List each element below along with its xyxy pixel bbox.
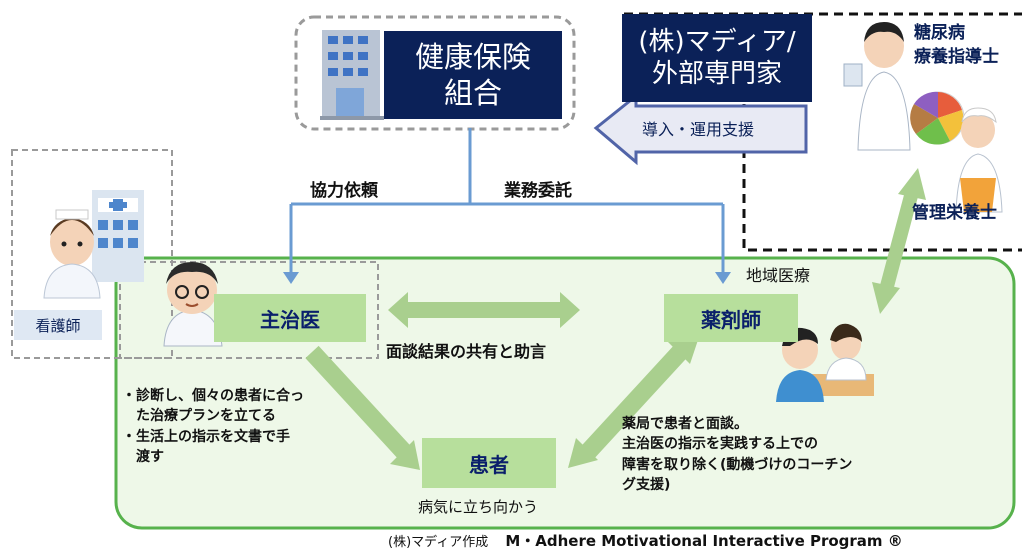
- doctor-box: 主治医: [214, 294, 366, 342]
- pharmacist-note-line4: グ支援): [622, 476, 671, 493]
- diabetes-educator-label-line2: 療養指導士: [914, 47, 999, 67]
- doctor-to-patient-arrow: [305, 345, 420, 470]
- arrow-to-pharmacist: [715, 272, 731, 284]
- office-building-icon: [320, 30, 384, 120]
- doctor-icon: [163, 262, 223, 347]
- doctor-label: 主治医: [260, 307, 320, 332]
- nurse-label: 看護師: [35, 316, 81, 335]
- outsourcing-label: 業務委託: [504, 181, 572, 201]
- doctor-note-line1: ・診断し、個々の患者に合っ: [122, 388, 304, 404]
- pharmacist-note-line1: 薬局で患者と面談。: [622, 416, 748, 432]
- diabetes-educator-label-line1: 糖尿病: [914, 23, 965, 43]
- pharmacist-note-line2: 主治医の指示を実践する上での: [622, 436, 818, 453]
- external-label-line1: (株)マディア/: [638, 26, 796, 57]
- nurse-icon: [43, 209, 101, 299]
- arrow-to-doctor: [283, 272, 299, 284]
- doctor-note-line2: た治療プランを立てる: [122, 408, 276, 425]
- doctor-notes: ・診断し、個々の患者に合っ た治療プランを立てる ・生活上の指示を文書で手 渡す: [122, 386, 362, 467]
- specialist-pharmacy-arrow: [872, 168, 926, 314]
- pharmacist-label: 薬剤師: [701, 307, 761, 332]
- diabetes-educator-icon: [843, 22, 911, 151]
- sharing-label: 面談結果の共有と助言: [386, 342, 547, 361]
- support-label: 導入・運用支援: [642, 120, 755, 139]
- footer: (株)マディア作成 M・Adhere Motivational Interact…: [388, 530, 903, 551]
- cooperation-label: 協力依頼: [310, 181, 378, 201]
- meal-plate-icon: [910, 91, 965, 145]
- patient-caption: 病気に立ち向かう: [418, 498, 539, 516]
- sharing-double-arrow: [388, 292, 580, 328]
- pharmacist-notes: 薬局で患者と面談。 主治医の指示を実践する上での 障害を取り除く(動機づけのコー…: [622, 414, 952, 495]
- regional-care-label: 地域医療: [746, 266, 811, 285]
- dietitian-icon: [955, 107, 1003, 213]
- contract-lines: [289, 128, 725, 278]
- pharmacist-note-line3: 障害を取り除く(動機づけのコーチン: [622, 456, 853, 473]
- footer-maker: (株)マディア作成: [388, 535, 489, 550]
- insurer-box: 健康保険 組合: [384, 31, 562, 119]
- doctor-note-line3: ・生活上の指示を文書で手: [122, 428, 290, 445]
- hospital-icon: [92, 190, 144, 282]
- patient-label: 患者: [469, 452, 509, 477]
- dietitian-label: 管理栄養士: [912, 203, 997, 223]
- external-expert-box: (株)マディア/ 外部専門家: [622, 14, 812, 102]
- footer-program: M・Adhere Motivational Interactive Progra…: [505, 532, 903, 550]
- nurse-boundary: [11, 149, 173, 359]
- nurse-label-box: 看護師: [14, 310, 102, 340]
- pharmacist-box: 薬剤師: [664, 294, 798, 342]
- insurer-label-line2: 組合: [443, 76, 502, 110]
- insurer-label-line1: 健康保険: [414, 39, 531, 74]
- doctor-note-line4: 渡す: [122, 448, 164, 465]
- external-label-line2: 外部専門家: [651, 59, 782, 89]
- patient-box: 患者: [422, 438, 556, 488]
- doctor-boundary: [119, 261, 379, 359]
- insurer-boundary: [294, 15, 576, 131]
